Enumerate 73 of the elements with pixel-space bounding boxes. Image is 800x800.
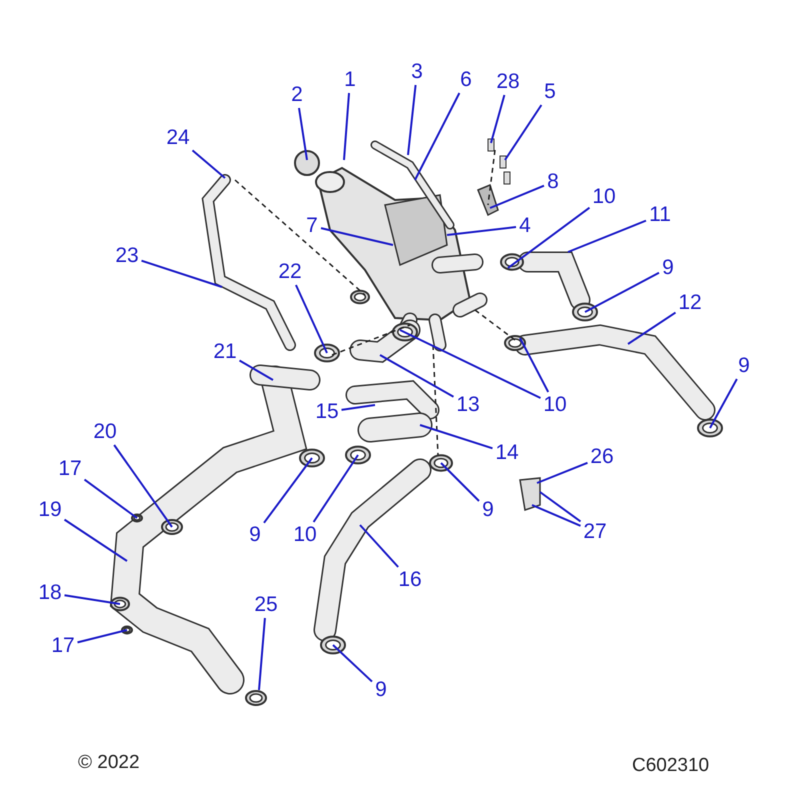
leader-line [295,284,328,354]
leader-line [414,92,460,180]
leader-line [709,378,738,428]
leader-line [440,462,480,502]
callout-number: 19 [38,499,62,521]
callout-number: 26 [590,446,614,468]
leader-line [192,150,226,179]
callout-number: 9 [482,499,494,521]
callout-number: 10 [592,186,616,208]
leader-line [359,524,399,568]
callout-number: 4 [519,215,531,237]
callout-number: 8 [547,171,559,193]
leader-line [539,491,582,522]
leader-line [519,338,550,392]
leader-line [490,184,544,209]
leader-line [446,226,516,236]
leader-line [332,644,373,682]
callout-number: 9 [738,355,750,377]
callout-number: 14 [495,442,519,464]
leader-line [507,206,590,269]
drawing-number: C602310 [632,755,710,777]
callout-number: 28 [496,71,520,93]
leader-line [341,404,376,411]
callout-number: 6 [460,69,472,91]
leader-line [532,504,581,527]
leader-line [490,94,506,144]
leader-line [380,354,454,398]
callout-number: 10 [293,524,317,546]
leader-line [77,629,128,644]
leader-line [400,329,541,399]
leader-line [64,518,128,562]
callout-number: 9 [249,524,261,546]
callout-number: 20 [93,421,117,443]
callout-number: 10 [543,394,567,416]
callout-number: 15 [315,401,339,423]
leader-line [407,84,417,156]
leader-line [420,424,493,450]
leader-line [64,594,120,605]
leader-line [141,260,222,288]
callout-number: 7 [306,215,318,237]
callout-number: 13 [456,394,480,416]
callout-number: 17 [58,458,82,480]
callout-number: 12 [678,292,702,314]
leader-line [568,220,646,253]
leader-line [258,618,266,690]
leader-line [320,227,394,246]
callout-number: 21 [213,341,237,363]
callout-number: 27 [583,521,607,543]
callout-number: 3 [411,61,423,83]
leader-line [504,104,542,161]
callout-number: 1 [344,69,356,91]
leader-line [584,272,660,313]
leader-line [627,312,676,345]
leader-line [263,457,313,524]
callout-number: 16 [398,569,422,591]
callout-number: 17 [51,635,75,657]
copyright-note: © 2022 [78,752,140,774]
callout-number: 23 [115,245,139,267]
callout-number: 5 [544,81,556,103]
callout-number: 11 [649,204,671,226]
callout-number: 9 [375,679,387,701]
callout-number: 2 [291,84,303,106]
callout-number: 24 [166,127,190,149]
callout-number: 25 [254,594,278,616]
callout-number: 9 [662,257,674,279]
leader-line [298,108,308,160]
leader-line [113,444,173,528]
leader-line [84,478,138,519]
leader-line [312,454,359,523]
callout-number: 18 [38,582,62,604]
callout-number: 22 [278,261,302,283]
leader-line [536,462,588,484]
leader-line [343,92,350,160]
